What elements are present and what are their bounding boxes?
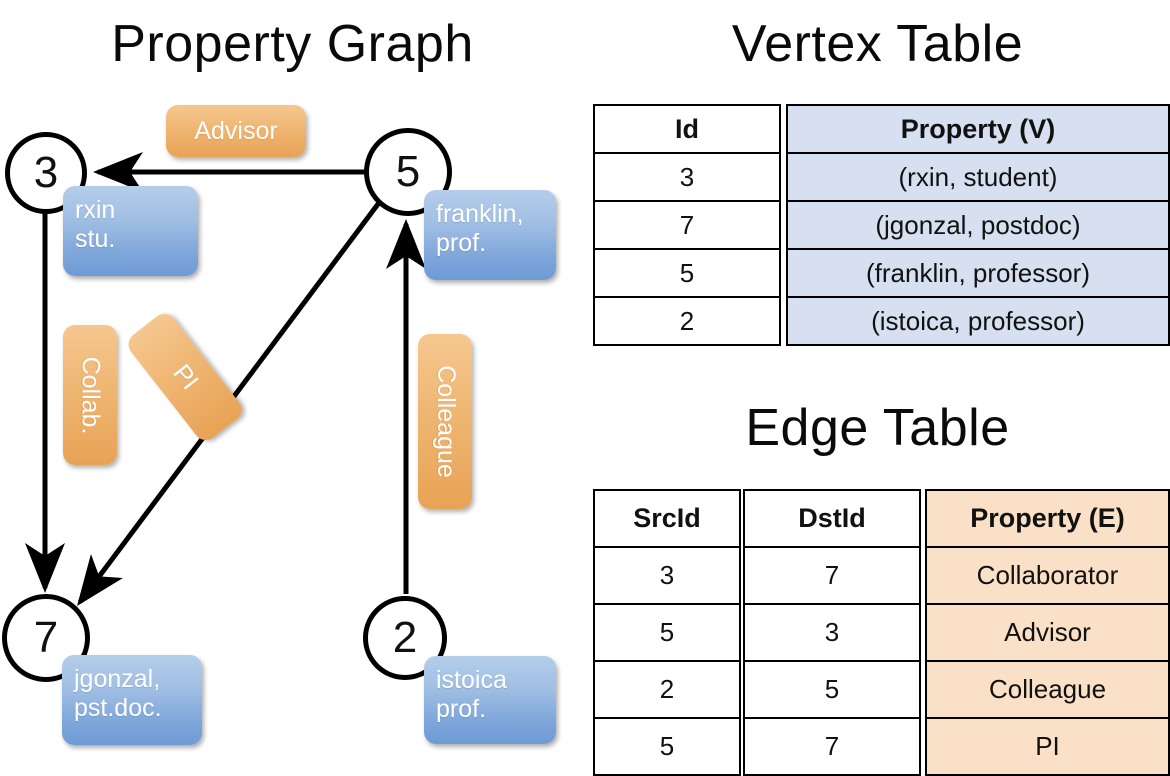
vertex-property-cell: (jgonzal, postdoc): [786, 200, 1170, 250]
table-row: 3: [743, 603, 921, 662]
node-property-line-1: rxin: [75, 196, 116, 224]
table-row: Advisor: [925, 603, 1170, 662]
vertex-property-cell: (franklin, professor): [786, 248, 1170, 298]
edge-table-property-column: Property (E) Collaborator Advisor Collea…: [925, 489, 1170, 776]
table-row: Colleague: [925, 660, 1170, 719]
graph-node-3-label: 3: [33, 148, 59, 197]
table-row: Property (V): [786, 104, 1170, 154]
edge-dst-cell: 7: [743, 546, 921, 605]
vertex-table-id-column: Id 3 7 5 2: [593, 104, 781, 346]
vertex-table-header-id: Id: [593, 104, 781, 154]
graph-node-7-label: 7: [33, 613, 59, 662]
table-row: 5: [593, 248, 781, 298]
edge-dst-cell: 7: [743, 717, 921, 776]
table-row: 5: [593, 717, 741, 776]
table-row: 7: [743, 546, 921, 605]
table-row: 3: [593, 152, 781, 202]
node-property-line-2: prof.: [436, 228, 487, 257]
node-property-line-1: istoica: [436, 666, 507, 694]
edge-property-cell: Advisor: [925, 603, 1170, 662]
graph-node-2[interactable]: 2: [363, 596, 447, 680]
edge-src-cell: 5: [593, 717, 741, 776]
table-row: DstId: [743, 489, 921, 548]
table-row: 2: [593, 660, 741, 719]
table-row: 7: [593, 200, 781, 250]
table-row: (franklin, professor): [786, 248, 1170, 298]
edge-table-dstid-column: DstId 7 3 5 7: [743, 489, 921, 776]
graph-node-2-label: 2: [392, 613, 418, 662]
table-row: PI: [925, 717, 1170, 776]
table-row: (rxin, student): [786, 152, 1170, 202]
edge-table-srcid-column: SrcId 3 5 2 5: [593, 489, 741, 776]
edge-dst-cell: 5: [743, 660, 921, 719]
vertex-id-cell: 5: [593, 248, 781, 298]
edge-table-header-property: Property (E): [925, 489, 1170, 548]
table-row: (istoica, professor): [786, 296, 1170, 346]
node-property-box-istoica: istoica prof.: [424, 656, 556, 744]
table-row: 7: [743, 717, 921, 776]
node-property-line-2: pst.doc.: [74, 693, 162, 722]
edge-label-colleague: Colleague: [418, 334, 472, 509]
table-row: 5: [743, 660, 921, 719]
edge-src-cell: 3: [593, 546, 741, 605]
vertex-id-cell: 7: [593, 200, 781, 250]
edge-property-cell: PI: [925, 717, 1170, 776]
page-title-vertex-table: Vertex Table: [731, 15, 1024, 73]
edge-property-cell: Collaborator: [925, 546, 1170, 605]
graph-node-5[interactable]: 5: [364, 128, 452, 216]
edge-label-advisor: Advisor: [166, 105, 306, 157]
node-property-box-jgonzal: jgonzal, pst.doc.: [62, 655, 202, 745]
property-graph-diagram: 3 5 7 2 rxin stu. franklin, prof. jgonza…: [0, 0, 585, 760]
vertex-id-cell: 3: [593, 152, 781, 202]
table-row: Property (E): [925, 489, 1170, 548]
edge-label-collab: Collab.: [63, 325, 117, 465]
node-property-line-2: prof.: [436, 694, 487, 723]
table-row: 3: [593, 546, 741, 605]
node-property-line-2: stu.: [75, 224, 116, 253]
page-title-edge-table: Edge Table: [745, 399, 1010, 457]
vertex-property-cell: (istoica, professor): [786, 296, 1170, 346]
node-property-box-franklin: franklin, prof.: [424, 190, 556, 280]
table-row: (jgonzal, postdoc): [786, 200, 1170, 250]
table-row: SrcId: [593, 489, 741, 548]
graph-node-5-label: 5: [395, 147, 421, 196]
vertex-table-header-property: Property (V): [786, 104, 1170, 154]
table-row: Id: [593, 104, 781, 154]
table-row: 2: [593, 296, 781, 346]
edge-table-header-srcid: SrcId: [593, 489, 741, 548]
edge-dst-cell: 3: [743, 603, 921, 662]
vertex-property-cell: (rxin, student): [786, 152, 1170, 202]
node-property-box-rxin: rxin stu.: [63, 186, 198, 276]
table-row: 5: [593, 603, 741, 662]
vertex-id-cell: 2: [593, 296, 781, 346]
edge-label-collab-text: Collab.: [76, 356, 105, 434]
edge-src-cell: 5: [593, 603, 741, 662]
edge-src-cell: 2: [593, 660, 741, 719]
edge-property-cell: Colleague: [925, 660, 1170, 719]
node-property-line-1: franklin,: [436, 200, 524, 228]
table-row: Collaborator: [925, 546, 1170, 605]
edge-table-header-dstid: DstId: [743, 489, 921, 548]
edge-label-advisor-text: Advisor: [194, 116, 278, 145]
page-title-property-graph: Property Graph: [111, 15, 474, 73]
vertex-table-property-column: Property (V) (rxin, student) (jgonzal, p…: [786, 104, 1170, 346]
node-property-line-1: jgonzal,: [74, 665, 161, 693]
edge-label-pi-text: PI: [167, 358, 204, 395]
edge-label-colleague-text: Colleague: [431, 365, 460, 478]
